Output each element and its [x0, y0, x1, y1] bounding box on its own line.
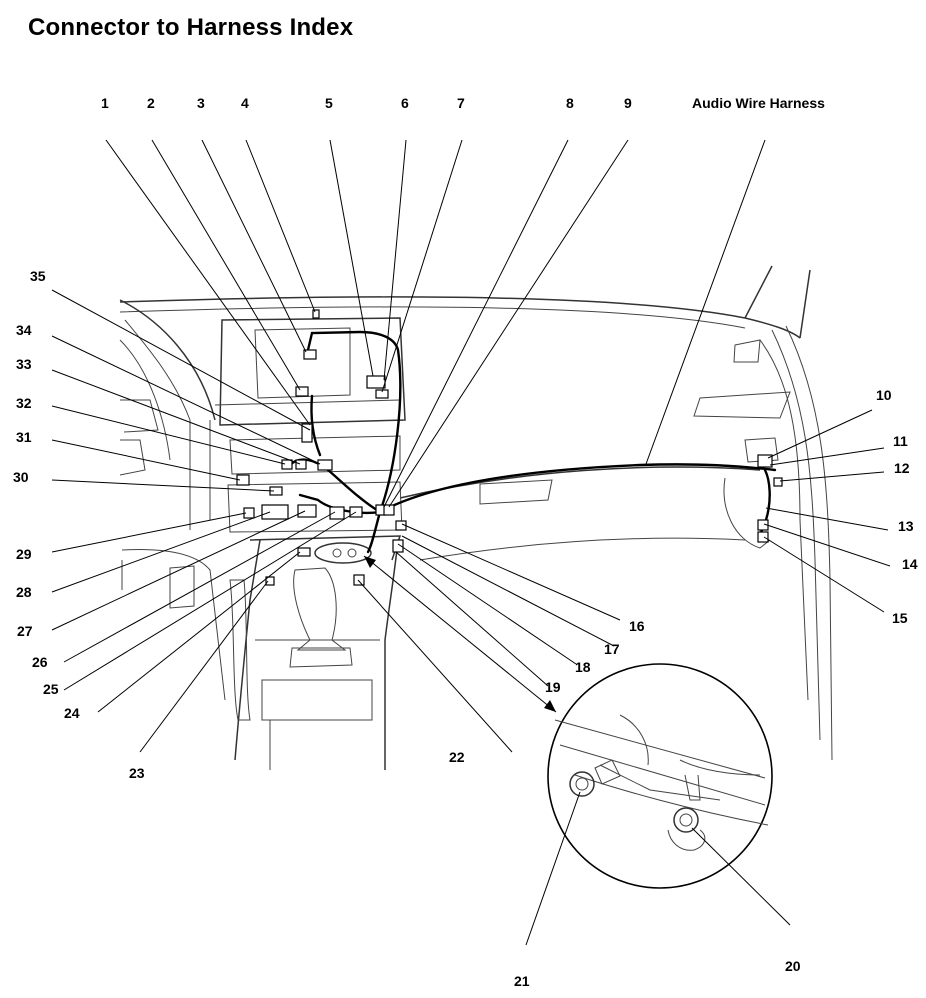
callout-34: 34: [16, 322, 32, 338]
callout-33: 33: [16, 356, 32, 372]
callout-31: 31: [16, 429, 32, 445]
callout-2: 2: [147, 95, 155, 111]
callout-12: 12: [894, 460, 910, 476]
callout-13: 13: [898, 518, 914, 534]
callout-15: 15: [892, 610, 908, 626]
callout-1: 1: [101, 95, 109, 111]
callout-23: 23: [129, 765, 145, 781]
callout-26: 26: [32, 654, 48, 670]
harness-label: Audio Wire Harness: [692, 95, 825, 111]
callout-18: 18: [575, 659, 591, 675]
callout-24: 24: [64, 705, 80, 721]
callout-9: 9: [624, 95, 632, 111]
callout-17: 17: [604, 641, 620, 657]
callout-14: 14: [902, 556, 918, 572]
page-title: Connector to Harness Index: [28, 14, 354, 41]
callout-5: 5: [325, 95, 333, 111]
leader-lines: [51, 139, 891, 946]
callout-32: 32: [16, 395, 32, 411]
callout-35: 35: [30, 268, 46, 284]
callout-11: 11: [893, 433, 908, 449]
callout-20: 20: [785, 958, 801, 974]
dashboard-line-art: [119, 265, 833, 770]
callout-4: 4: [241, 95, 249, 111]
callout-10: 10: [876, 387, 892, 403]
callout-labels: 1 2 3 4 5 6 7 8 9 Audio Wire Harness 10 …: [13, 95, 918, 989]
callout-19: 19: [545, 679, 561, 695]
callout-30: 30: [13, 469, 29, 485]
detail-inset-circle: [547, 663, 773, 889]
callout-6: 6: [401, 95, 409, 111]
callout-25: 25: [43, 681, 59, 697]
wire-harness-routing: [288, 330, 777, 554]
callout-3: 3: [197, 95, 205, 111]
callout-22: 22: [449, 749, 465, 765]
callout-7: 7: [457, 95, 465, 111]
callout-21: 21: [514, 973, 530, 989]
callout-16: 16: [629, 618, 645, 634]
callout-27: 27: [17, 623, 33, 639]
connector-shapes: [236, 309, 783, 586]
callout-28: 28: [16, 584, 32, 600]
callout-29: 29: [16, 546, 32, 562]
callout-8: 8: [566, 95, 574, 111]
